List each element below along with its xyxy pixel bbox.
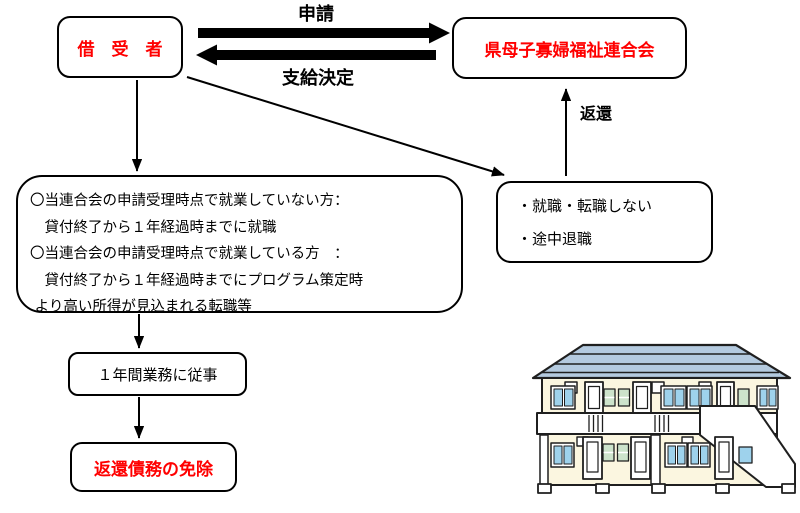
grant-decision-arrow xyxy=(196,44,436,66)
apply-label: 申請 xyxy=(298,4,334,25)
borrower-to-noncompliance-arrow xyxy=(186,76,505,177)
work-one-year-node: １年間業務に従事 xyxy=(68,352,247,396)
employment-conditions-node: 〇当連合会の申請受理時点で就業していない方： 貸付終了から１年経過時までに就職 … xyxy=(16,175,463,315)
condition-line-4: 貸付終了から１年経過時までにプログラム策定時 xyxy=(30,272,364,289)
repayment-label: 返還 xyxy=(580,104,613,123)
condition-line-5: より高い所得が見込まれる転職等 xyxy=(30,299,252,315)
condition-line-2: 貸付終了から１年経過時までに就職 xyxy=(30,219,277,236)
federation-node: 県母子寡婦福祉連合会 xyxy=(452,17,687,79)
borrower-label: 借 受 者 xyxy=(77,39,163,60)
condition-line-3: 〇当連合会の申請受理時点で就業している方 ： xyxy=(30,246,349,262)
non-compliance-line-2: ・途中退職 xyxy=(517,230,593,248)
borrower-node: 借 受 者 xyxy=(57,16,183,78)
apply-arrow xyxy=(198,22,450,44)
non-compliance-node: ・就職・転職しない ・途中退職 xyxy=(496,181,713,263)
federation-label: 県母子寡婦福祉連合会 xyxy=(484,40,655,61)
grant-decision-label: 支給決定 xyxy=(282,68,354,89)
exemption-label: 返還債務の免除 xyxy=(94,459,213,480)
condition-line-1: 〇当連合会の申請受理時点で就業していない方： xyxy=(30,193,349,209)
non-compliance-line-1: ・就職・転職しない xyxy=(517,197,653,215)
apartment-building-illustration xyxy=(531,343,796,494)
work-one-year-label: １年間業務に従事 xyxy=(97,365,218,384)
exemption-node: 返還債務の免除 xyxy=(70,442,237,492)
